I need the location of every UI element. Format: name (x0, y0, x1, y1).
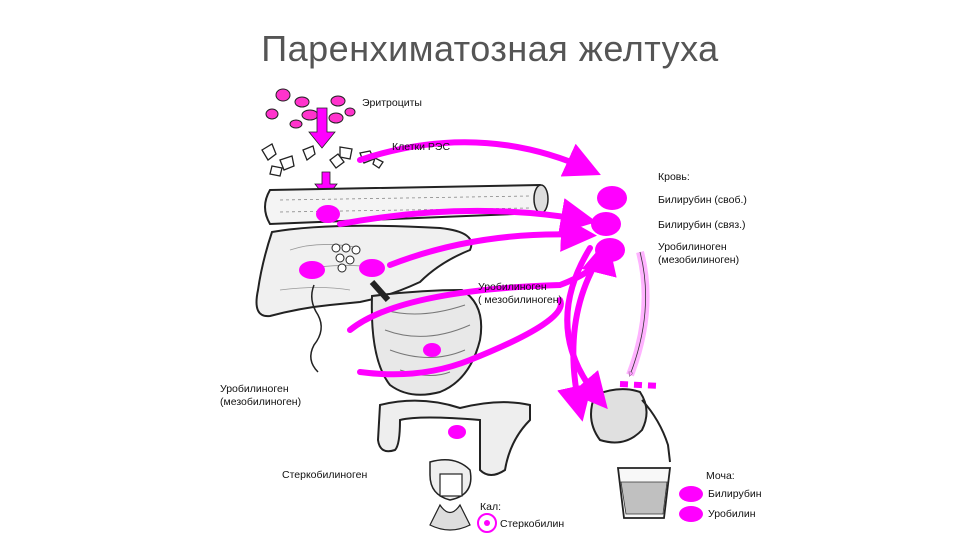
dashed-flow (619, 381, 661, 389)
label-blood: Кровь: (658, 171, 690, 183)
label-mesobilinogen-portal: (мезобилиноген) (220, 396, 301, 408)
stomach (370, 288, 483, 396)
label-stercobilinogen: Стеркобилиноген (282, 469, 367, 481)
label-mesobilinogen-blood: (мезобилиноген) (658, 254, 739, 266)
pigment-dots (299, 186, 703, 522)
label-bilirubin-free: Билирубин (своб.) (658, 194, 747, 206)
intestine (376, 399, 531, 531)
slide-title: Паренхиматозная желтуха (261, 28, 719, 69)
erythrocytes-illustration (265, 88, 356, 129)
urobilinogen-urine-arrow (626, 250, 650, 377)
label-urine-bilirubin: Билирубин (708, 488, 762, 500)
blood-vessel (264, 183, 549, 226)
portal-vein (310, 284, 322, 373)
label-feces: Кал: (480, 501, 501, 513)
label-urine-urobilin: Уробилин (708, 508, 756, 520)
label-mesobilinogen-bile: ( мезобилиноген) (478, 294, 562, 306)
bile-duct (369, 280, 391, 302)
label-urobilinogen-bile: Уробилиноген (478, 281, 547, 293)
label-res-cells: Клетки РЭС (392, 141, 450, 153)
label-urine: Моча: (706, 470, 735, 482)
label-stercobilin: Стеркобилин (500, 518, 564, 530)
label-urobilinogen-portal: Уробилиноген (220, 383, 289, 395)
label-bilirubin-bound: Билирубин (связ.) (658, 219, 746, 231)
flow-arrows (337, 139, 617, 422)
label-urobilinogen-blood: Уробилиноген (658, 241, 727, 253)
label-erythrocytes: Эритроциты (362, 97, 422, 109)
urine-glass (616, 467, 672, 519)
